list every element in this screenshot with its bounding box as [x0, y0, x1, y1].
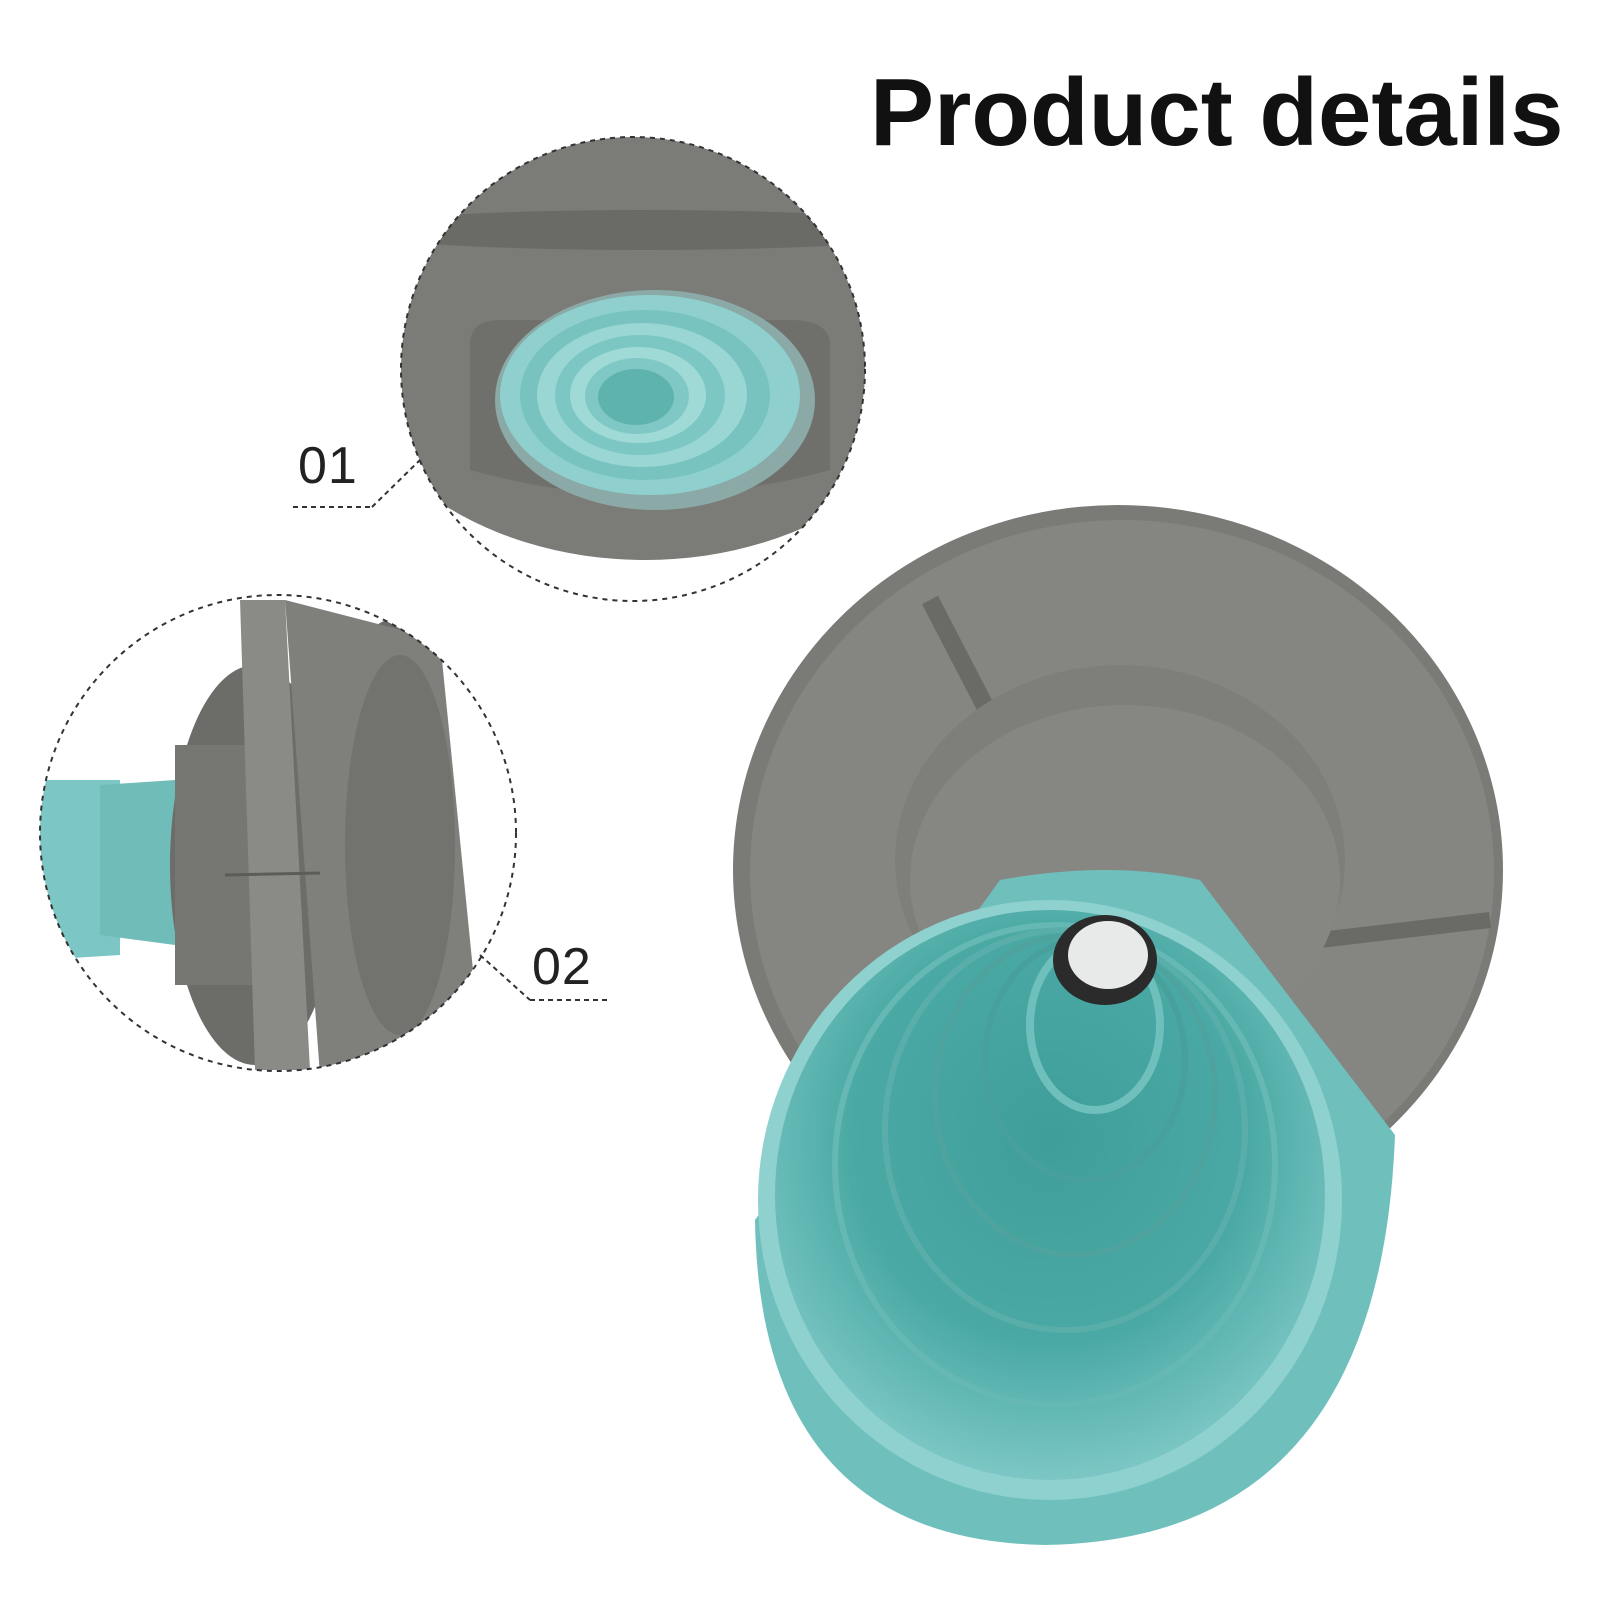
callout-line-02 [479, 954, 607, 1001]
page-title: Product details [870, 59, 1564, 166]
detail-circle-02 [39, 594, 517, 1072]
main-product [733, 505, 1503, 1545]
callout-line-01 [293, 459, 421, 508]
callout-label-01: 01 [298, 437, 358, 495]
callout-label-02: 02 [532, 938, 592, 996]
detail-circle-01 [400, 136, 866, 602]
